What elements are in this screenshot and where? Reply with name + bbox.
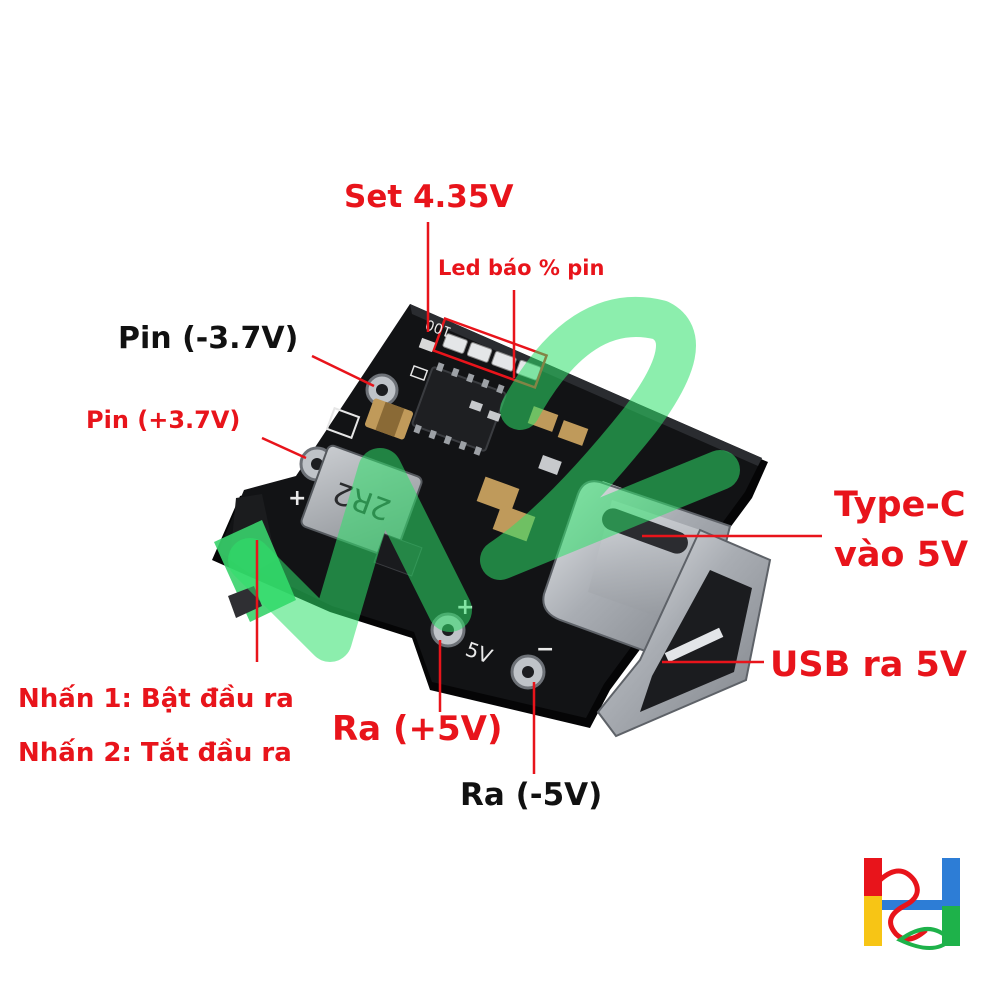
brand-logo (864, 858, 960, 950)
label-typec-line2: vào 5V (834, 535, 969, 575)
silk-minus-output: − (536, 637, 554, 662)
silk-plus-battery: + (288, 486, 306, 511)
label-battery-positive: Pin (+3.7V) (86, 406, 241, 434)
leader-pin-pos (261, 436, 307, 460)
leader-pin-neg (311, 354, 375, 388)
label-press-1: Nhấn 1: Bật đầu ra (18, 684, 294, 714)
pcb-highlight (410, 304, 762, 466)
label-output-negative: Ra (-5V) (460, 777, 603, 813)
leader-lines (255, 222, 822, 774)
label-usb-output: USB ra 5V (770, 645, 967, 685)
label-battery-negative: Pin (-3.7V) (118, 321, 299, 356)
label-press-2: Nhấn 2: Tắt đầu ra (18, 738, 292, 768)
label-led-indicator: Led báo % pin (438, 256, 605, 280)
label-set-voltage: Set 4.35V (344, 179, 514, 215)
usb-a-port (596, 528, 772, 738)
label-output-positive: Ra (+5V) (332, 709, 503, 749)
watermark (228, 296, 740, 662)
label-typec-line1: Type-C (834, 485, 966, 525)
